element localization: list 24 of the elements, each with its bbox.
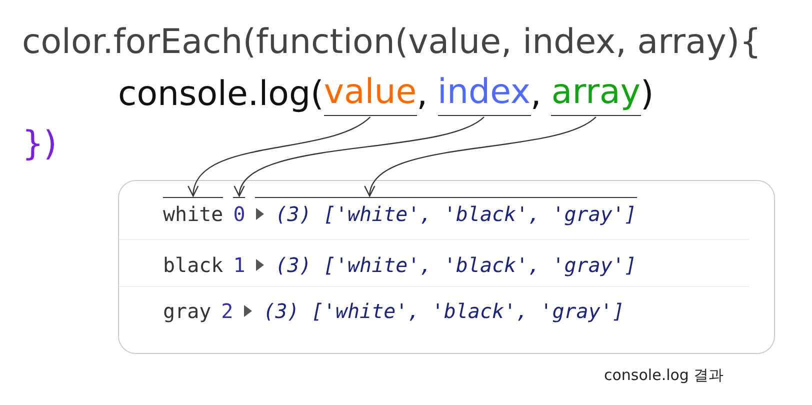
caption: console.log 결과 [604, 366, 724, 385]
code-line: color.forEach(function(value, index, array){ [22, 21, 762, 64]
output-index: 0 [233, 197, 246, 226]
leader-arrow [366, 116, 596, 197]
code-line: }) [22, 123, 57, 166]
leader-arrow [190, 116, 371, 197]
code-token: , [530, 73, 542, 116]
output-value: gray [163, 299, 212, 323]
code-token: ) [640, 73, 654, 116]
code-token: index [438, 72, 531, 116]
output-array: (3) ['white', 'black', 'gray'] [275, 202, 636, 226]
output-index: 2 [221, 299, 234, 323]
code-token: , [416, 73, 428, 116]
output-array: (3) ['white', 'black', 'gray'] [275, 253, 636, 277]
console-panel [118, 180, 775, 354]
code-token: array [551, 72, 641, 116]
output-value: white [163, 197, 224, 226]
leader-arrow [236, 116, 484, 197]
output-index: 1 [233, 253, 246, 277]
output-value: black [163, 253, 224, 277]
code-token: value [324, 72, 417, 116]
output-array: (3) ['white', 'black', 'gray'] [263, 299, 624, 323]
output-entry [255, 197, 636, 226]
code-token: console.log( [118, 73, 324, 116]
